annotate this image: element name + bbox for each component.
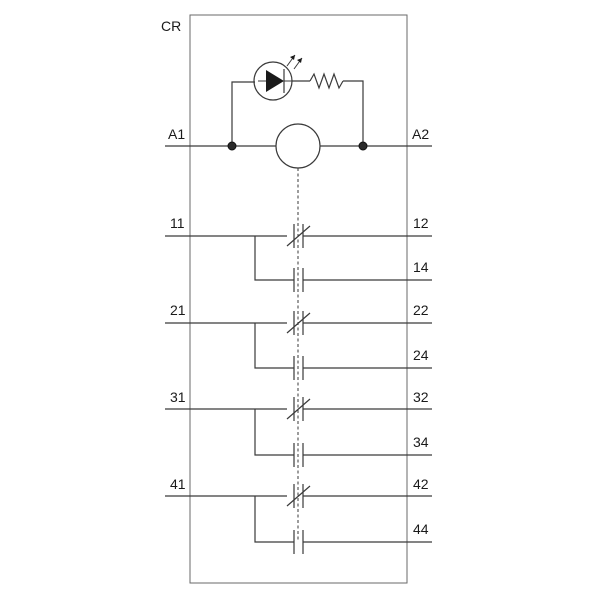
- device-frame: [189, 14, 408, 584]
- terminal-44: 44: [413, 521, 429, 537]
- device-label: CR: [161, 18, 181, 34]
- contact-group-4: 41 42 44: [165, 476, 432, 554]
- terminal-21: 21: [170, 302, 186, 318]
- coil-circuit: A1 A2: [165, 123, 432, 169]
- terminal-34: 34: [413, 434, 429, 450]
- resistor-icon: [309, 72, 344, 90]
- terminal-32: 32: [413, 389, 429, 405]
- terminal-31: 31: [170, 389, 186, 405]
- terminal-24: 24: [413, 347, 429, 363]
- coil-icon: [275, 123, 321, 169]
- terminal-22: 22: [413, 302, 429, 318]
- contact-group-3: 31 32 34: [165, 389, 432, 467]
- contact-group-2: 21 22 24: [165, 302, 432, 380]
- led-icon: [253, 54, 303, 101]
- indicator-wire-right: [343, 80, 364, 146]
- terminal-41: 41: [170, 476, 186, 492]
- terminal-14: 14: [413, 259, 429, 275]
- junction-node-left: [227, 141, 237, 151]
- indicator-branch: [231, 54, 364, 146]
- contact-group-1: 11 12 14: [165, 215, 432, 292]
- terminal-42: 42: [413, 476, 429, 492]
- terminal-11: 11: [170, 215, 185, 231]
- terminal-12: 12: [413, 215, 429, 231]
- junction-node-right: [358, 141, 368, 151]
- terminal-a2: A2: [412, 126, 429, 142]
- indicator-wire-left: [231, 81, 255, 146]
- terminal-a1: A1: [168, 126, 185, 142]
